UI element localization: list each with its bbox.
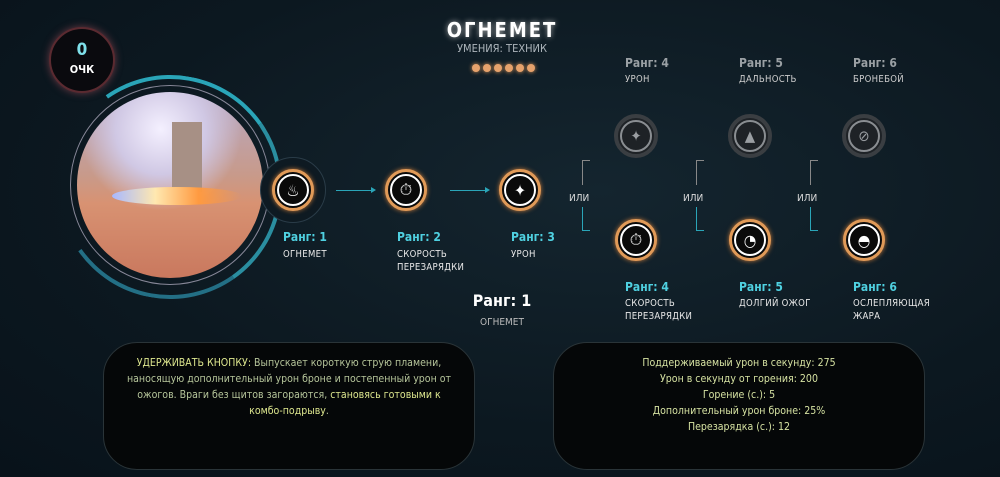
stat-line: Горение (с.): 5 — [702, 389, 776, 401]
rank-6a-node[interactable]: ⊘ — [842, 114, 886, 158]
description-panel: УДЕРЖИВАТЬ КНОПКУ: Выпускает короткую ст… — [103, 342, 475, 470]
rank-5a-node[interactable]: ▲ — [728, 114, 772, 158]
selected-rank-name: ОГНЕМЕТ — [480, 317, 524, 328]
skill-points-badge: 0 ОЧК — [49, 27, 115, 93]
rank-1-label: Ранг: 1 — [283, 230, 327, 244]
rank-4a-node[interactable]: ✦ — [614, 114, 658, 158]
stat-line: Перезарядка (с.): 12 — [687, 421, 791, 433]
rank-2-label: Ранг: 2 — [397, 230, 441, 244]
branch-bracket — [582, 207, 590, 231]
rank-5b-node[interactable]: ◔ — [729, 219, 771, 261]
rank-5a-label: Ранг: 5 — [739, 56, 783, 70]
or-label: ИЛИ — [797, 193, 818, 204]
rank-1-node[interactable]: ♨ — [272, 169, 314, 211]
branch-bracket — [810, 207, 818, 231]
branch-bracket — [696, 207, 704, 231]
heat-gauge-icon: ◓ — [848, 224, 880, 256]
rank-6a-label: Ранг: 6 — [853, 56, 897, 70]
stopwatch-reload-icon: ⏱ — [390, 174, 422, 206]
rank-3-label: Ранг: 3 — [511, 230, 555, 244]
skill-category: УМЕНИЯ: ТЕХНИК — [457, 42, 547, 55]
stat-line: Дополнительный урон броне: 25% — [652, 405, 826, 417]
branch-bracket — [696, 160, 704, 185]
description-end: . — [325, 405, 329, 417]
damage-burst-icon: ✦ — [620, 120, 652, 152]
armor-piercing-icon: ⊘ — [848, 120, 880, 152]
selected-rank: Ранг: 1 — [472, 291, 532, 310]
rank-dots — [472, 64, 535, 72]
stat-line: Урон в секунду от горения: 200 — [660, 373, 818, 385]
rank-4b-node[interactable]: ⏱ — [615, 219, 657, 261]
rank-4a-name: УРОН — [625, 74, 650, 85]
branch-bracket — [810, 160, 818, 185]
stat-line: Поддерживаемый урон в секунду: 275 — [642, 357, 836, 369]
skill-points-value: 0 — [76, 40, 88, 60]
or-label: ИЛИ — [683, 193, 704, 204]
rank-6b-node[interactable]: ◓ — [843, 219, 885, 261]
branch-bracket — [582, 160, 590, 185]
rank-1-name: ОГНЕМЕТ — [283, 249, 327, 260]
range-icon: ▲ — [734, 120, 766, 152]
rank-3-node[interactable]: ✦ — [499, 169, 541, 211]
skill-title: ОГНЕМЕТ — [446, 18, 558, 42]
description-highlight: становясь готовыми к комбо-подрыву — [249, 389, 441, 417]
rank-3-name: УРОН — [511, 249, 536, 260]
rank-4b-name: СКОРОСТЬ ПЕРЕЗАРЯДКИ — [625, 298, 693, 322]
damage-burst-icon: ✦ — [504, 174, 536, 206]
stopwatch-icon: ◔ — [734, 224, 766, 256]
stopwatch-reload-icon: ⏱ — [620, 224, 652, 256]
rank-4a-label: Ранг: 4 — [625, 56, 669, 70]
description-key: УДЕРЖИВАТЬ КНОПКУ: — [136, 357, 251, 369]
rank-5b-label: Ранг: 5 — [739, 280, 783, 294]
rank-2-node[interactable]: ⏱ — [385, 169, 427, 211]
arrow-connector — [450, 187, 490, 193]
arrow-connector — [336, 187, 376, 193]
rank-4b-label: Ранг: 4 — [625, 280, 669, 294]
flame-icon: ♨ — [277, 174, 309, 206]
rank-2-name: СКОРОСТЬ ПЕРЕЗАРЯДКИ — [397, 249, 465, 273]
rank-5a-name: ДАЛЬНОСТЬ — [739, 74, 797, 85]
description-text: Выпускает короткую струю пламени, нанося… — [126, 357, 452, 401]
rank-6a-name: БРОНЕБОЙ — [853, 74, 904, 85]
skill-points-label: ОЧК — [69, 63, 95, 76]
rank-6b-label: Ранг: 6 — [853, 280, 897, 294]
or-label: ИЛИ — [569, 193, 590, 204]
rank-5b-name: ДОЛГИЙ ОЖОГ — [739, 298, 811, 309]
rank-6b-name: ОСЛЕПЛЯЮЩАЯ ЖАРА — [853, 298, 930, 322]
stats-panel: Поддерживаемый урон в секунду: 275 Урон … — [553, 342, 925, 470]
skill-preview-video[interactable] — [70, 85, 270, 285]
